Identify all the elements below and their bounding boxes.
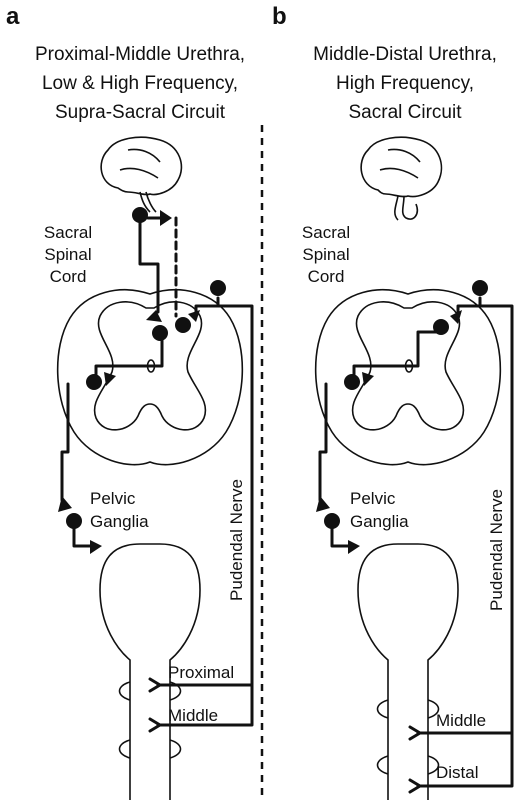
panel-b-ganglia-label-line-2: Ganglia xyxy=(350,512,409,531)
panel-a-letter: a xyxy=(6,3,20,30)
urethra-outline xyxy=(358,544,458,800)
panel-a-cord-label-line-2: Spinal xyxy=(44,245,91,264)
panel-b-title-line-3: Sacral Circuit xyxy=(349,102,463,123)
panel-b-title-line-2: High Frequency, xyxy=(336,73,474,94)
panel-b-ganglia-label-line-1: Pelvic xyxy=(350,489,396,508)
panel-a-urethra-label-2: Middle xyxy=(168,706,218,725)
panel-a-nerve-label: Pudendal Nerve xyxy=(227,479,246,601)
panel-b-letter: b xyxy=(272,3,287,30)
panel-b-cord-label-line-2: Spinal xyxy=(302,245,349,264)
panel-b-cord-label-line-1: Sacral xyxy=(302,223,350,242)
panel-a-ganglia-label-line-2: Ganglia xyxy=(90,512,149,531)
panel-b-urethra-label-2: Distal xyxy=(436,763,479,782)
panel-b-urethra-label-1: Middle xyxy=(436,711,486,730)
panel-a-cord-label-line-1: Sacral xyxy=(44,223,92,242)
panel-a-title-line-1: Proximal-Middle Urethra, xyxy=(35,44,245,65)
panel-a-title-line-3: Supra-Sacral Circuit xyxy=(55,102,226,123)
panel-a-title-line-2: Low & High Frequency, xyxy=(42,73,238,94)
brain-icon xyxy=(361,137,441,220)
brain-icon xyxy=(101,137,181,212)
panel-a: a Proximal-Middle Urethra, Low & High Fr… xyxy=(6,3,252,800)
panel-b-cord-label-line-3: Cord xyxy=(308,267,345,286)
panel-b: b Middle-Distal Urethra, High Frequency,… xyxy=(272,3,512,800)
panel-a-ganglia-label-line-1: Pelvic xyxy=(90,489,136,508)
panel-a-urethra-label-1: Proximal xyxy=(168,663,234,682)
panel-a-cord-label-line-3: Cord xyxy=(50,267,87,286)
panel-b-title-line-1: Middle-Distal Urethra, xyxy=(313,44,497,65)
spinal-cord-section xyxy=(316,290,501,465)
panel-b-nerve-label: Pudendal Nerve xyxy=(487,489,506,611)
